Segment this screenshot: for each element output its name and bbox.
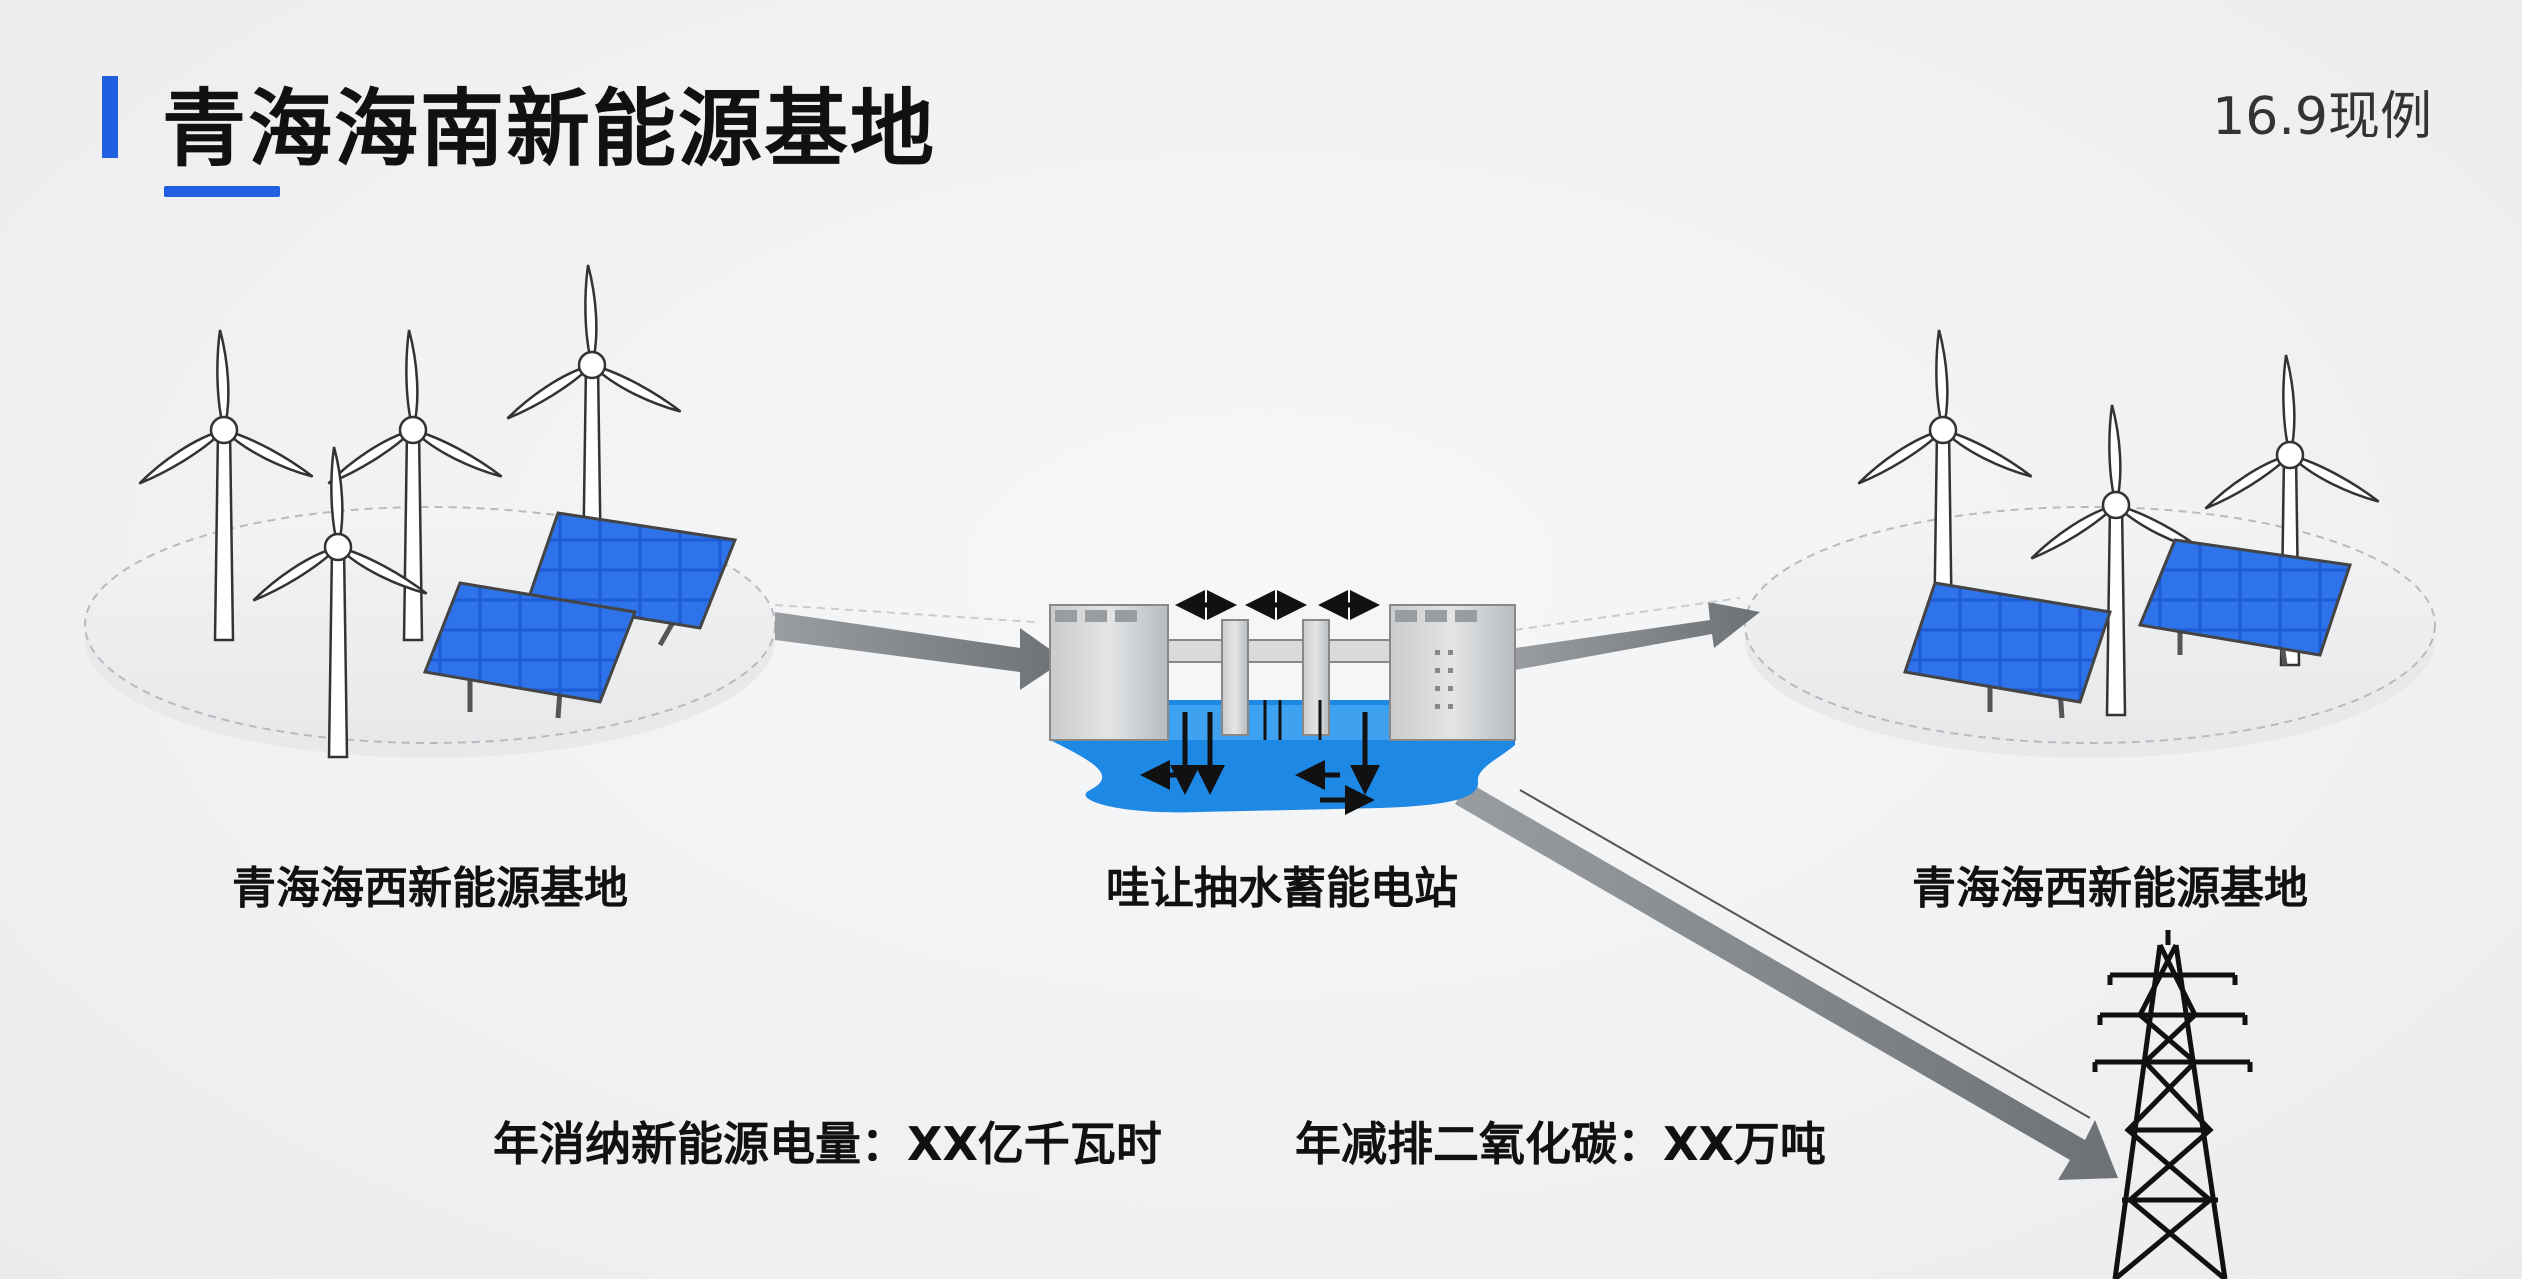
left-base-label: 青海海西新能源基地: [232, 863, 628, 914]
station-label: 哇让抽水蓄能电站: [1106, 863, 1458, 914]
right-base-label: 青海海西新能源基地: [1912, 863, 2308, 914]
pumped-storage-station-icon: [1049, 590, 1516, 815]
solar-panel-icon: [2137, 538, 2352, 666]
title-underline: [164, 186, 280, 197]
arrow-station-to-right: [1514, 597, 1760, 670]
arrow-left-to-station: [774, 604, 1065, 690]
arrow-station-to-grid: [1455, 782, 2118, 1180]
page-title: 青海海南新能源基地: [162, 80, 937, 178]
solar-panel-icon: [1903, 581, 2112, 719]
carbon-stat: 年减排二氧化碳：XX万吨: [1295, 1117, 1826, 1171]
transmission-tower-icon: [2092, 930, 2253, 1279]
title-accent-bar: [102, 76, 118, 158]
solar-panel-icon: [422, 581, 638, 719]
energy-stat: 年消纳新能源电量：XX亿千瓦时: [493, 1117, 1162, 1171]
page-subtitle: 16.9现例: [2212, 87, 2432, 147]
